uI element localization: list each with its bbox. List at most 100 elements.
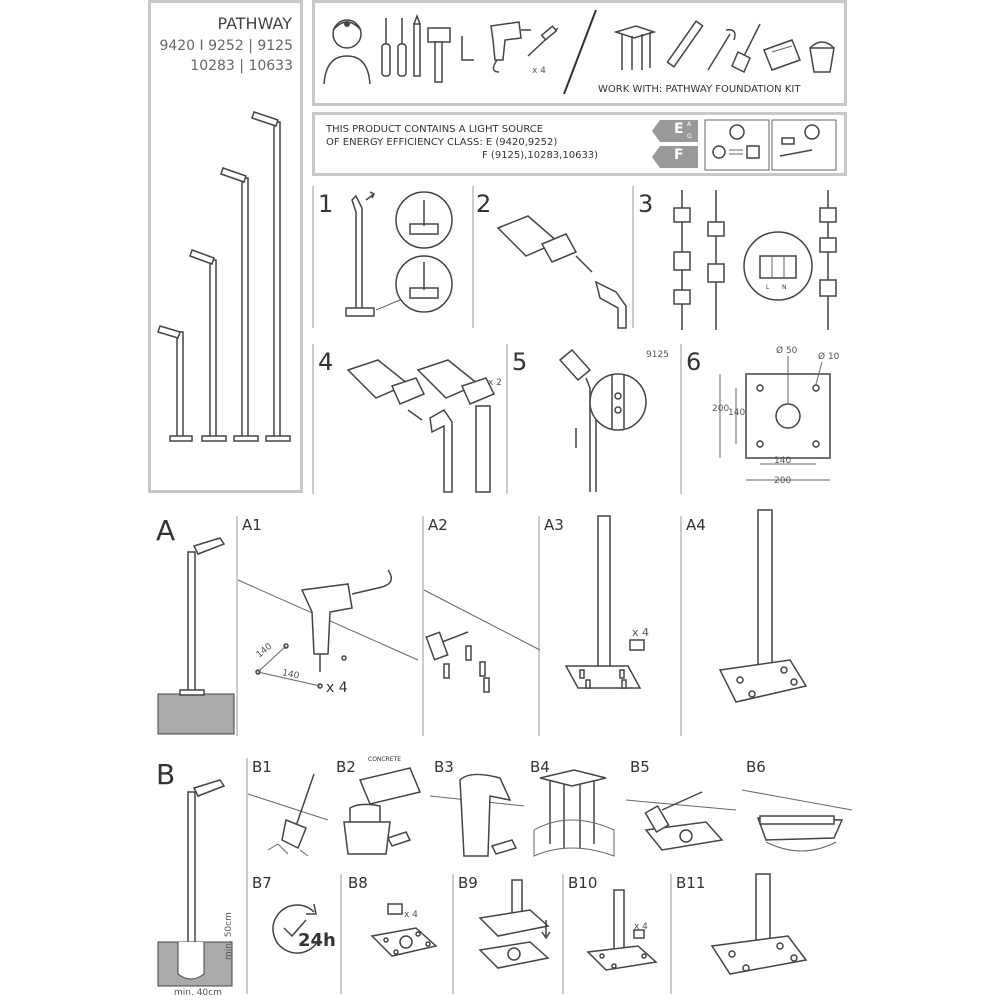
replaceable-by-professional-icon — [771, 119, 837, 171]
step-b11-pole-installed-illustration — [710, 873, 808, 975]
section-a2-divider — [422, 516, 424, 736]
step-1-illustration — [345, 191, 453, 317]
section-a3-divider — [538, 516, 540, 736]
hammer-icon — [427, 27, 451, 83]
step-6-base-plate-diagram — [719, 356, 831, 481]
step-5-model: 9125 — [646, 350, 669, 360]
foundation-kit-icon — [613, 25, 657, 70]
step-4-number: 4 — [318, 348, 334, 376]
energy-label-f-letter: F — [674, 147, 684, 163]
installer-icon — [323, 19, 371, 85]
step-a1-drill-illustration — [237, 569, 419, 689]
step-4-divider — [312, 344, 314, 494]
energy-scale-top: A — [687, 121, 692, 128]
section-a-overview — [157, 537, 235, 735]
step-b8-count: x 4 — [404, 910, 418, 920]
step-5-divider — [506, 344, 508, 494]
section-b9-divider — [452, 874, 454, 994]
step-a3-count: x 4 — [632, 626, 650, 639]
section-b-overview — [157, 779, 233, 987]
product-title: PATHWAY — [217, 14, 292, 33]
step-a3-pole-fixing-illustration — [564, 515, 645, 689]
step-b5-leveling-illustration — [625, 791, 737, 851]
step-3-number: 3 — [638, 190, 654, 218]
work-with-note: WORK WITH: PATHWAY FOUNDATION KIT — [598, 84, 801, 95]
step-6-dim-200-horizontal: 200 — [774, 476, 792, 486]
energy-panel — [312, 112, 847, 176]
section-b-divider — [246, 758, 248, 994]
step-6-dim-10: Ø 10 — [818, 352, 840, 362]
step-b6-spirit-level-illustration — [741, 789, 853, 852]
step-b7-label: B7 — [252, 874, 272, 892]
screwdriver-icons — [381, 13, 421, 77]
step-2-number: 2 — [476, 190, 492, 218]
section-b10-divider — [562, 874, 564, 994]
energy-text-line1: THIS PRODUCT CONTAINS A LIGHT SOURCE — [326, 124, 544, 135]
step-4-illustration — [346, 359, 496, 493]
step-b2-concrete: CONCRETE — [368, 756, 402, 763]
step-1-number: 1 — [318, 190, 334, 218]
step-a4-pole-installed-illustration — [718, 509, 808, 703]
product-codes-line2: 10283 | 10633 — [190, 58, 293, 74]
step-2-illustration — [496, 215, 627, 329]
step-3-divider — [632, 186, 634, 328]
step-b3-pour-illustration — [429, 773, 525, 857]
separator-slash — [563, 9, 597, 95]
section-a-label: A — [156, 514, 176, 547]
step-b10-label: B10 — [568, 874, 598, 892]
bucket-icon — [809, 41, 835, 73]
step-b8-label: B8 — [348, 874, 368, 892]
section-b11-divider — [670, 874, 672, 994]
step-a1-label: A1 — [242, 516, 262, 534]
tools-drill-count: x 4 — [532, 66, 546, 76]
step-6-dim-50: Ø 50 — [776, 346, 798, 356]
section-b-label: B — [156, 758, 176, 791]
step-b3-label: B3 — [434, 758, 454, 776]
step-5-illustration — [558, 348, 647, 492]
step-a4-label: A4 — [686, 516, 706, 534]
step-b11-label: B11 — [676, 874, 706, 892]
step-6-number: 6 — [686, 348, 702, 376]
pole-lineup-illustration — [157, 111, 291, 442]
step-2-divider — [472, 186, 474, 328]
step-b4-anchor-illustration — [533, 769, 615, 857]
level-tool-icon — [666, 20, 704, 68]
step-6-dim-200-vertical: 200 — [712, 404, 730, 414]
step-4-screw-count: x 2 — [488, 378, 502, 388]
hex-key-icon — [461, 36, 474, 61]
energy-label-e — [652, 120, 698, 142]
step-b7-clock-icon — [272, 903, 321, 954]
step-b9-label: B9 — [458, 874, 478, 892]
section-a-divider — [236, 516, 238, 736]
product-codes-line1: 9420 I 9252 | 9125 — [159, 38, 293, 54]
step-a1-count: x 4 — [326, 680, 348, 696]
step-6-dim-140-horizontal: 140 — [774, 456, 792, 466]
step-b2-label: B2 — [336, 758, 356, 776]
wall-plug-icon — [527, 25, 559, 57]
energy-label-f — [652, 146, 698, 168]
light-source-replaceable-icon — [704, 119, 770, 171]
step-b10-tighten-illustration — [586, 889, 658, 971]
section-b-depth: min. 50cm — [224, 912, 234, 960]
step-6-dim-140-vertical: 140 — [728, 408, 746, 418]
shovel-icon — [731, 23, 761, 74]
step-b2-concrete-illustration — [343, 767, 422, 855]
step-b6-label: B6 — [746, 758, 766, 776]
step-b8-nuts-illustration — [370, 903, 438, 957]
step-a3-label: A3 — [544, 516, 564, 534]
step-b7-time: 24h — [298, 930, 336, 951]
energy-label-e-letter: E — [674, 121, 684, 137]
step-1-divider — [312, 186, 314, 328]
step-5-number: 5 — [512, 348, 528, 376]
step-6-divider — [680, 344, 682, 494]
step-b9-pole-lowering-illustration — [478, 879, 551, 969]
step-3-terminal-n: N — [782, 284, 787, 291]
section-b-row2-divider — [340, 874, 342, 994]
step-3-terminal-l: L — [766, 284, 770, 291]
energy-text-line2: OF ENERGY EFFICIENCY CLASS: E (9420,9252… — [326, 137, 558, 148]
step-a2-label: A2 — [428, 516, 448, 534]
step-b1-label: B1 — [252, 758, 272, 776]
section-a4-divider — [680, 516, 682, 736]
step-3-illustration — [673, 190, 837, 330]
step-a2-hammer-illustration — [423, 589, 541, 693]
